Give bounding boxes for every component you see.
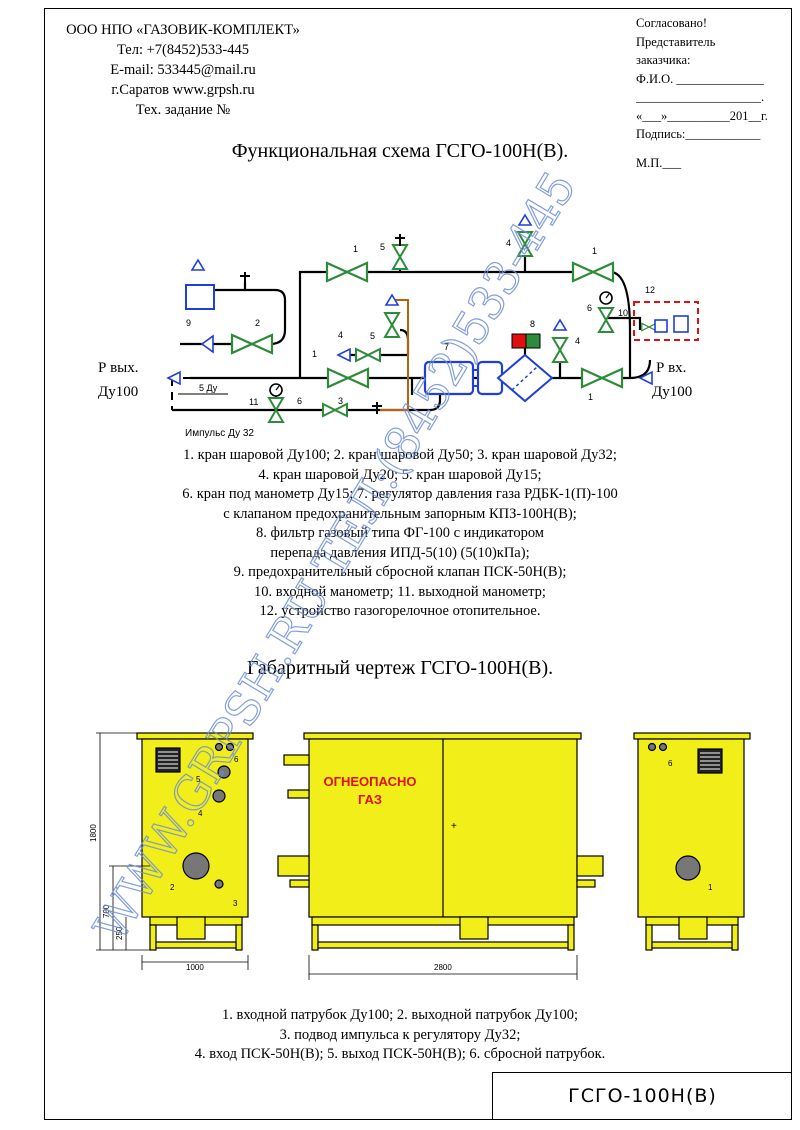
part-callout-5: 5 bbox=[196, 775, 201, 784]
regulator-7 bbox=[423, 360, 504, 396]
legend-line: 9. предохранительный сбросной клапан ПСК… bbox=[233, 564, 567, 580]
callout-9: 9 bbox=[186, 318, 191, 328]
cabinet-front-view bbox=[277, 732, 604, 951]
arrow-left-4 bbox=[336, 347, 351, 363]
callout-3: 3 bbox=[338, 396, 343, 406]
dimensional-drawing: 1800 700 250 1000 2800 6 5 4 2 3 6 1 ОГН… bbox=[89, 732, 751, 980]
callout-5: 5 bbox=[370, 331, 375, 341]
callout-5: 5 bbox=[380, 242, 385, 252]
callout-8: 8 bbox=[530, 319, 535, 329]
legend-line: 1. кран шаровой Ду100; 2. кран шаровой Д… bbox=[183, 447, 617, 463]
legend-line: 4. кран шаровой Ду20; 5. кран шаровой Ду… bbox=[258, 466, 542, 483]
callout-12: 12 bbox=[645, 285, 655, 295]
approval-agreed: Согласовано! bbox=[636, 16, 708, 30]
part-callout-6: 6 bbox=[668, 759, 673, 768]
dim-mid: 700 bbox=[102, 904, 111, 918]
functional-scheme: Р вых. Ду100 Р вх. Ду100 5 Ду Импульс Ду… bbox=[98, 214, 699, 439]
part-callout-2: 2 bbox=[170, 883, 175, 892]
company-phone: Тел: +7(8452)533-445 bbox=[116, 42, 250, 58]
company-block: ООО НПО «ГАЗОВИК-КОМПЛЕКТ» Тел: +7(8452)… bbox=[48, 20, 318, 120]
legend-line: с клапаном предохранительным запорным КП… bbox=[223, 505, 577, 522]
warning-sign-line1: ОГНЕОПАСНО bbox=[324, 774, 417, 789]
callout-1: 1 bbox=[312, 349, 317, 359]
legend-line: перепада давления ИПД-5(10) (5(10)кПа); bbox=[270, 544, 530, 561]
dim-low: 250 bbox=[115, 926, 124, 940]
part-callout-3: 3 bbox=[233, 899, 238, 908]
callout-6: 6 bbox=[297, 396, 302, 406]
callout-4: 4 bbox=[506, 238, 511, 248]
callout-7: 7 bbox=[444, 342, 449, 352]
part-callout-6: 6 bbox=[234, 755, 239, 764]
gauge-11 bbox=[269, 383, 283, 397]
relief-valve-9 bbox=[185, 284, 215, 310]
company-name: ООО НПО «ГАЗОВИК-КОМПЛЕКТ» bbox=[66, 22, 300, 38]
door-handle-mark: + bbox=[451, 821, 457, 832]
dim-height: 1800 bbox=[89, 824, 98, 842]
inlet-pressure-label: Р вх. bbox=[656, 360, 686, 376]
company-email: E-mail: 533445@mail.ru bbox=[110, 62, 256, 78]
dimensional-drawing-title: Габаритный чертеж ГСГО-100Н(В). bbox=[246, 657, 554, 679]
legend-line: 3. подвод импульса к регулятору Ду32; bbox=[279, 1026, 521, 1043]
dimensional-legend: 1. входной патрубок Ду100; 2. выходной п… bbox=[0, 1006, 800, 1065]
callout-1: 1 bbox=[353, 244, 358, 254]
approval-signature: Подпись:____________ bbox=[636, 127, 761, 141]
gauge-10 bbox=[599, 291, 613, 305]
approval-representative: Представитель bbox=[636, 34, 716, 49]
legend-line: 12. устройство газогорелочное отопительн… bbox=[259, 603, 541, 619]
callout-1: 1 bbox=[588, 392, 593, 402]
approval-customer: заказчика: bbox=[636, 53, 691, 67]
approval-date: «___»__________201__г. bbox=[636, 108, 768, 123]
callout-4: 4 bbox=[338, 330, 343, 340]
part-callout-4: 4 bbox=[198, 809, 203, 818]
company-city-site: г.Саратов www.grpsh.ru bbox=[111, 82, 255, 98]
dimension-lines bbox=[96, 732, 578, 980]
inlet-dn-label: Ду100 bbox=[652, 384, 692, 400]
functional-scheme-title: Функциональная схема ГСГО-100Н(В). bbox=[231, 140, 569, 162]
legend-line: 8. фильтр газовый типа ФГ-100 с индикато… bbox=[256, 525, 544, 541]
callout-2: 2 bbox=[255, 318, 260, 328]
part-callout-1: 1 bbox=[708, 883, 713, 892]
legend-line: 4. вход ПСК-50Н(В); 5. выход ПСК-50Н(В);… bbox=[194, 1046, 606, 1062]
legend-line: 1. входной патрубок Ду100; 2. выходной п… bbox=[221, 1007, 578, 1023]
callout-10: 10 bbox=[618, 308, 628, 318]
outlet-dn-label: Ду100 bbox=[98, 384, 138, 400]
outlet-pressure-label: Р вых. bbox=[98, 360, 139, 376]
bypass-dn-label: 5 Ду bbox=[199, 383, 218, 393]
relief-line bbox=[380, 299, 409, 411]
dim-side-width: 1000 bbox=[186, 963, 204, 972]
approval-block: Согласовано! Представитель заказчика: Ф.… bbox=[636, 14, 792, 172]
approval-blank-line: ____________________. bbox=[636, 90, 765, 104]
callout-1: 1 bbox=[592, 246, 597, 256]
callout-4: 4 bbox=[575, 336, 580, 346]
arrow-inlet bbox=[638, 370, 653, 386]
drawing-frame bbox=[44, 8, 792, 1120]
filter-8 bbox=[496, 333, 554, 403]
title-stamp: ГСГО-100Н(В) bbox=[492, 1072, 792, 1120]
callout-11: 11 bbox=[249, 397, 258, 407]
burner-unit-12 bbox=[633, 301, 699, 341]
legend-line: 10. входной манометр; 11. выходной маном… bbox=[254, 583, 546, 600]
impulse-label: Импульс Ду 32 bbox=[185, 428, 254, 439]
approval-fio: Ф.И.О. ______________ bbox=[636, 71, 764, 86]
approval-seal: М.П.___ bbox=[636, 155, 682, 170]
arrow-left-2 bbox=[200, 334, 214, 354]
warning-sign-line2: ГАЗ bbox=[358, 792, 382, 807]
callout-6: 6 bbox=[587, 303, 592, 313]
cabinet-right-view bbox=[633, 732, 751, 951]
technical-task: Тех. задание № bbox=[135, 102, 231, 118]
functional-legend: 1. кран шаровой Ду100; 2. кран шаровой Д… bbox=[0, 446, 800, 622]
dim-front-width: 2800 bbox=[434, 963, 452, 972]
legend-line: 6. кран под манометр Ду15; 7. регулятор … bbox=[182, 486, 618, 502]
cabinet-left-view bbox=[136, 732, 254, 951]
plug-icons bbox=[240, 234, 405, 414]
arrow-outlet bbox=[166, 370, 181, 386]
